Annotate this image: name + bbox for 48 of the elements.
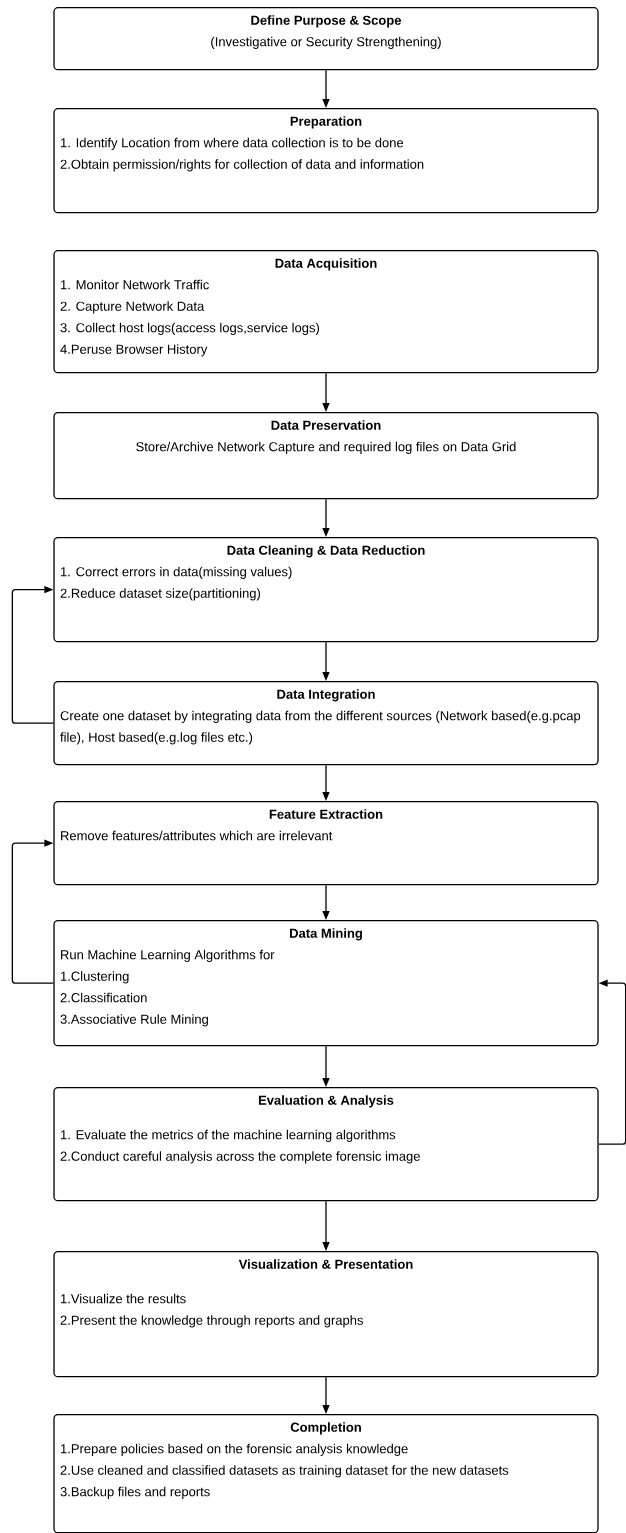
step-title: Data Preservation — [271, 420, 381, 430]
arrow — [11, 585, 54, 724]
step-text: 2.Reduce dataset size(partitioning) — [60, 588, 261, 601]
step-title: Data Integration — [277, 689, 375, 702]
step-text: Remove features/attributes which are irrelevant — [61, 830, 333, 841]
process-box — [53, 801, 599, 886]
step-text: Store/Archive Network Capture and required log files on Data Grid — [136, 441, 516, 454]
step-text: 2.Conduct careful analysis across the complete forensic image — [60, 1151, 420, 1164]
process-box — [53, 412, 599, 500]
step-text: 2.Obtain permission/rights for collection of data and information — [60, 159, 424, 172]
step-text: 2.Use cleaned and classified datasets as training dataset for the new datasets — [60, 1465, 509, 1478]
process-box — [53, 537, 599, 643]
step-title: Preparation — [290, 116, 362, 129]
step-text: 2.Present the knowledge through reports and graphs — [60, 1315, 363, 1328]
process-box — [53, 1087, 599, 1202]
step-text: 3.Associative Rule Mining — [60, 1014, 208, 1027]
step-title: Completion — [290, 1422, 361, 1435]
step-text: 1. Monitor Network Traffic — [61, 279, 209, 290]
step-text: 1.Visualize the results — [61, 1293, 186, 1304]
step-text: Run Machine Learning Algorithms for — [61, 949, 275, 962]
step-text: 1.Prepare policies based on the forensic analysis knowledge — [61, 1443, 408, 1456]
process-box — [53, 1414, 599, 1533]
process-box — [53, 250, 599, 374]
process-box — [53, 681, 599, 766]
process-box — [53, 1251, 599, 1378]
step-title: Define Purpose & Scope — [251, 15, 402, 28]
step-text: 1.Clustering — [61, 971, 129, 984]
arrow — [11, 839, 54, 984]
step-text: 3. Collect host logs(access logs,service logs) — [60, 322, 319, 335]
step-title: Feature Extraction — [269, 809, 383, 819]
step-text: 3.Backup files and reports — [60, 1486, 210, 1499]
process-box — [53, 920, 599, 1047]
step-text: 2.Classification — [60, 992, 147, 1003]
step-title: Data Mining — [290, 928, 362, 941]
step-text: 1. Correct errors in data(missing values) — [61, 566, 292, 579]
step-text: 1. Evaluate the metrics of the machine learning algorithms — [61, 1129, 396, 1142]
arrow — [598, 979, 626, 1145]
process-box — [53, 108, 599, 214]
step-title: Visualization & Presentation — [238, 1259, 413, 1269]
step-title: Data Acquisition — [275, 258, 377, 271]
step-text: 2. Capture Network Data — [60, 301, 205, 314]
step-text: (Investigative or Security Strengthening) — [211, 36, 441, 49]
process-box — [53, 7, 599, 71]
step-text: 1. Identify Location from where data collection is to be done — [61, 137, 404, 150]
step-text: 4.Peruse Browser History — [60, 344, 208, 357]
step-text: Create one dataset by integrating data from the different sources (Network based(e.g.pcap file), Host based(e.g.log files etc.) — [60, 710, 581, 745]
step-title: Data Cleaning & Data Reduction — [227, 545, 425, 558]
step-title: Evaluation & Analysis — [258, 1095, 394, 1108]
